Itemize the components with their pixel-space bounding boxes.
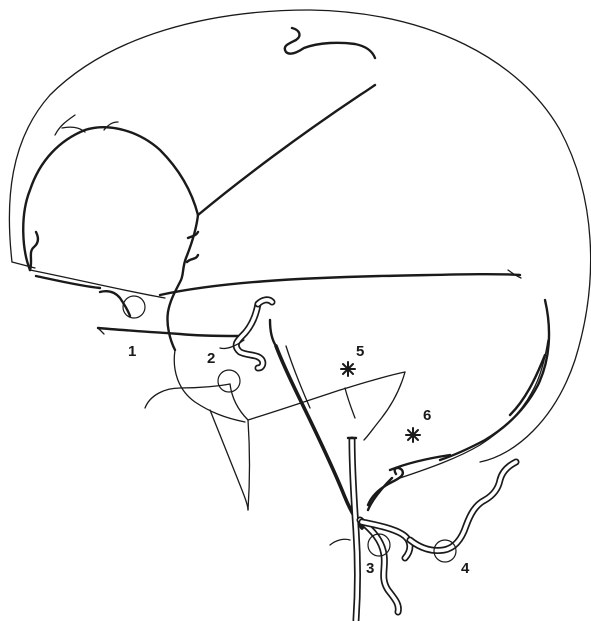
occipital-artery <box>410 462 516 551</box>
site-markers <box>123 296 456 562</box>
mandible-lines <box>145 372 405 545</box>
middle-meningeal-artery <box>167 85 375 422</box>
frontal-bone-margin <box>23 115 198 288</box>
superior-branch <box>285 28 375 58</box>
posterior-vessel <box>368 300 549 510</box>
label-1: 1 <box>128 343 136 360</box>
label-6: 6 <box>423 407 431 424</box>
label-3: 3 <box>366 560 374 577</box>
transverse-line <box>30 270 521 298</box>
skull-outline <box>9 10 590 462</box>
star-markers <box>341 362 420 442</box>
star-5 <box>341 362 355 376</box>
label-4: 4 <box>461 560 470 577</box>
carotid-trunk <box>348 438 358 620</box>
label-2: 2 <box>207 350 215 367</box>
star-6 <box>406 428 420 442</box>
marker-circle-2 <box>218 370 240 392</box>
carotid-siphon <box>220 300 276 368</box>
label-5: 5 <box>356 343 364 360</box>
